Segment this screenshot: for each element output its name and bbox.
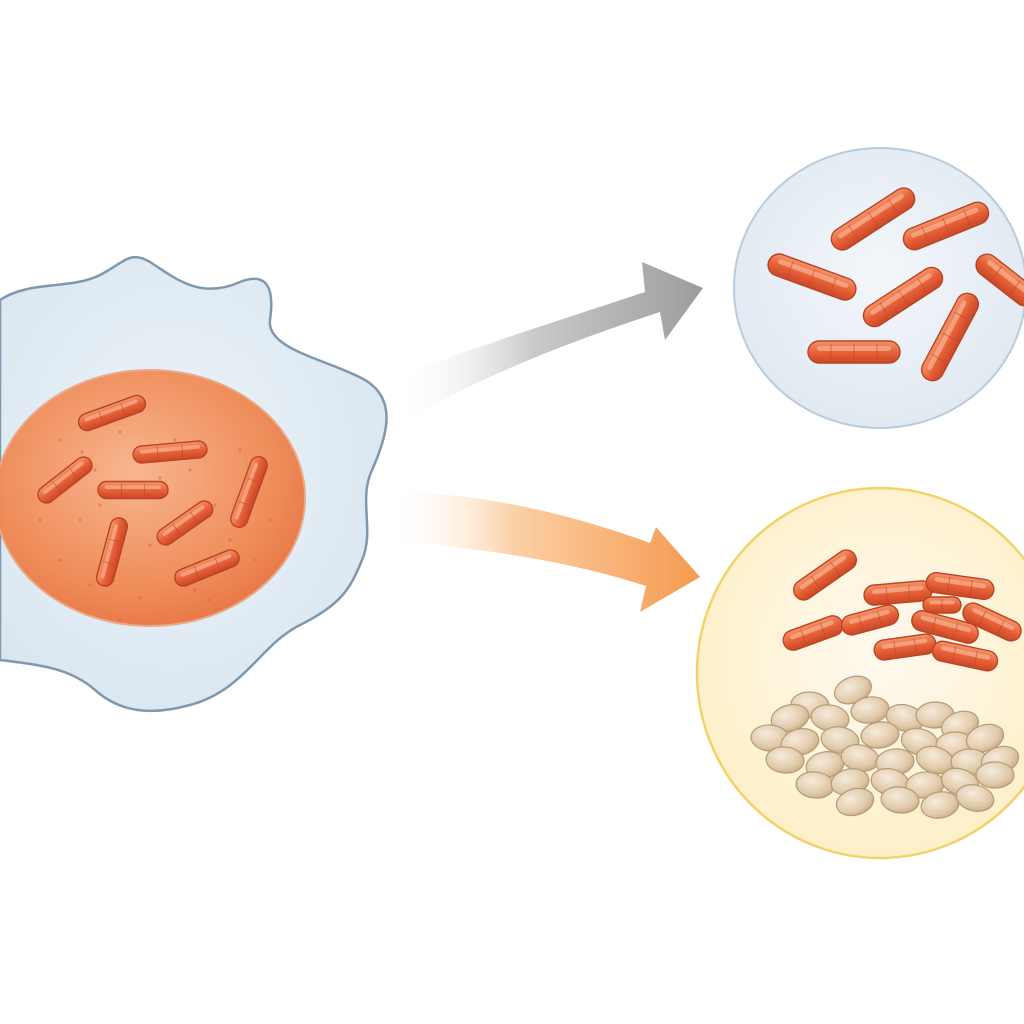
arrow-to-released-bacteria (395, 262, 703, 420)
rod-bacterium-icon (962, 602, 1022, 642)
rod-bacterium-icon (97, 480, 169, 500)
rod-bacterium-icon (767, 253, 857, 301)
granule-cluster (750, 675, 1020, 819)
granule-icon (955, 784, 995, 812)
rod-bacterium-icon (174, 549, 240, 587)
granule-icon (975, 761, 1015, 789)
granule-icon (835, 787, 875, 817)
clustered-bacteria (782, 549, 1022, 672)
rod-bacterium-icon (922, 596, 962, 614)
rod-bacterium-icon (156, 500, 214, 546)
granule-icon (860, 721, 900, 749)
rod-bacterium-icon (873, 633, 937, 661)
arrow-to-bacteria-with-granules (390, 492, 700, 612)
rod-bacterium-icon (902, 201, 990, 251)
rod-bacterium-icon (840, 604, 900, 636)
host-cell (0, 255, 388, 713)
rod-bacterium-icon (132, 440, 208, 464)
granule-icon (850, 696, 890, 724)
released-bacteria-circle (733, 147, 1024, 429)
granule-icon (880, 786, 920, 814)
released-bacteria-panel (733, 147, 1024, 429)
rod-bacterium-icon (230, 456, 268, 528)
rod-bacterium-icon (863, 580, 933, 606)
rod-bacterium-icon (862, 266, 944, 328)
nucleus-specks (38, 430, 272, 622)
bacteria-granules-panel (695, 486, 1024, 860)
rod-bacterium-icon (793, 549, 857, 601)
rod-bacterium-icon (925, 571, 995, 601)
intracellular-bacteria (37, 394, 268, 587)
rod-bacterium-icon (95, 517, 129, 587)
rod-bacterium-icon (807, 340, 901, 364)
released-bacteria (767, 187, 1024, 382)
rod-bacterium-icon (975, 253, 1024, 307)
rod-bacterium-icon (37, 456, 93, 504)
granule-icon (765, 746, 805, 774)
rod-bacterium-icon (920, 292, 980, 382)
rod-bacterium-icon (931, 640, 999, 672)
rod-bacterium-icon (830, 187, 916, 251)
rod-bacterium-icon (911, 610, 979, 644)
